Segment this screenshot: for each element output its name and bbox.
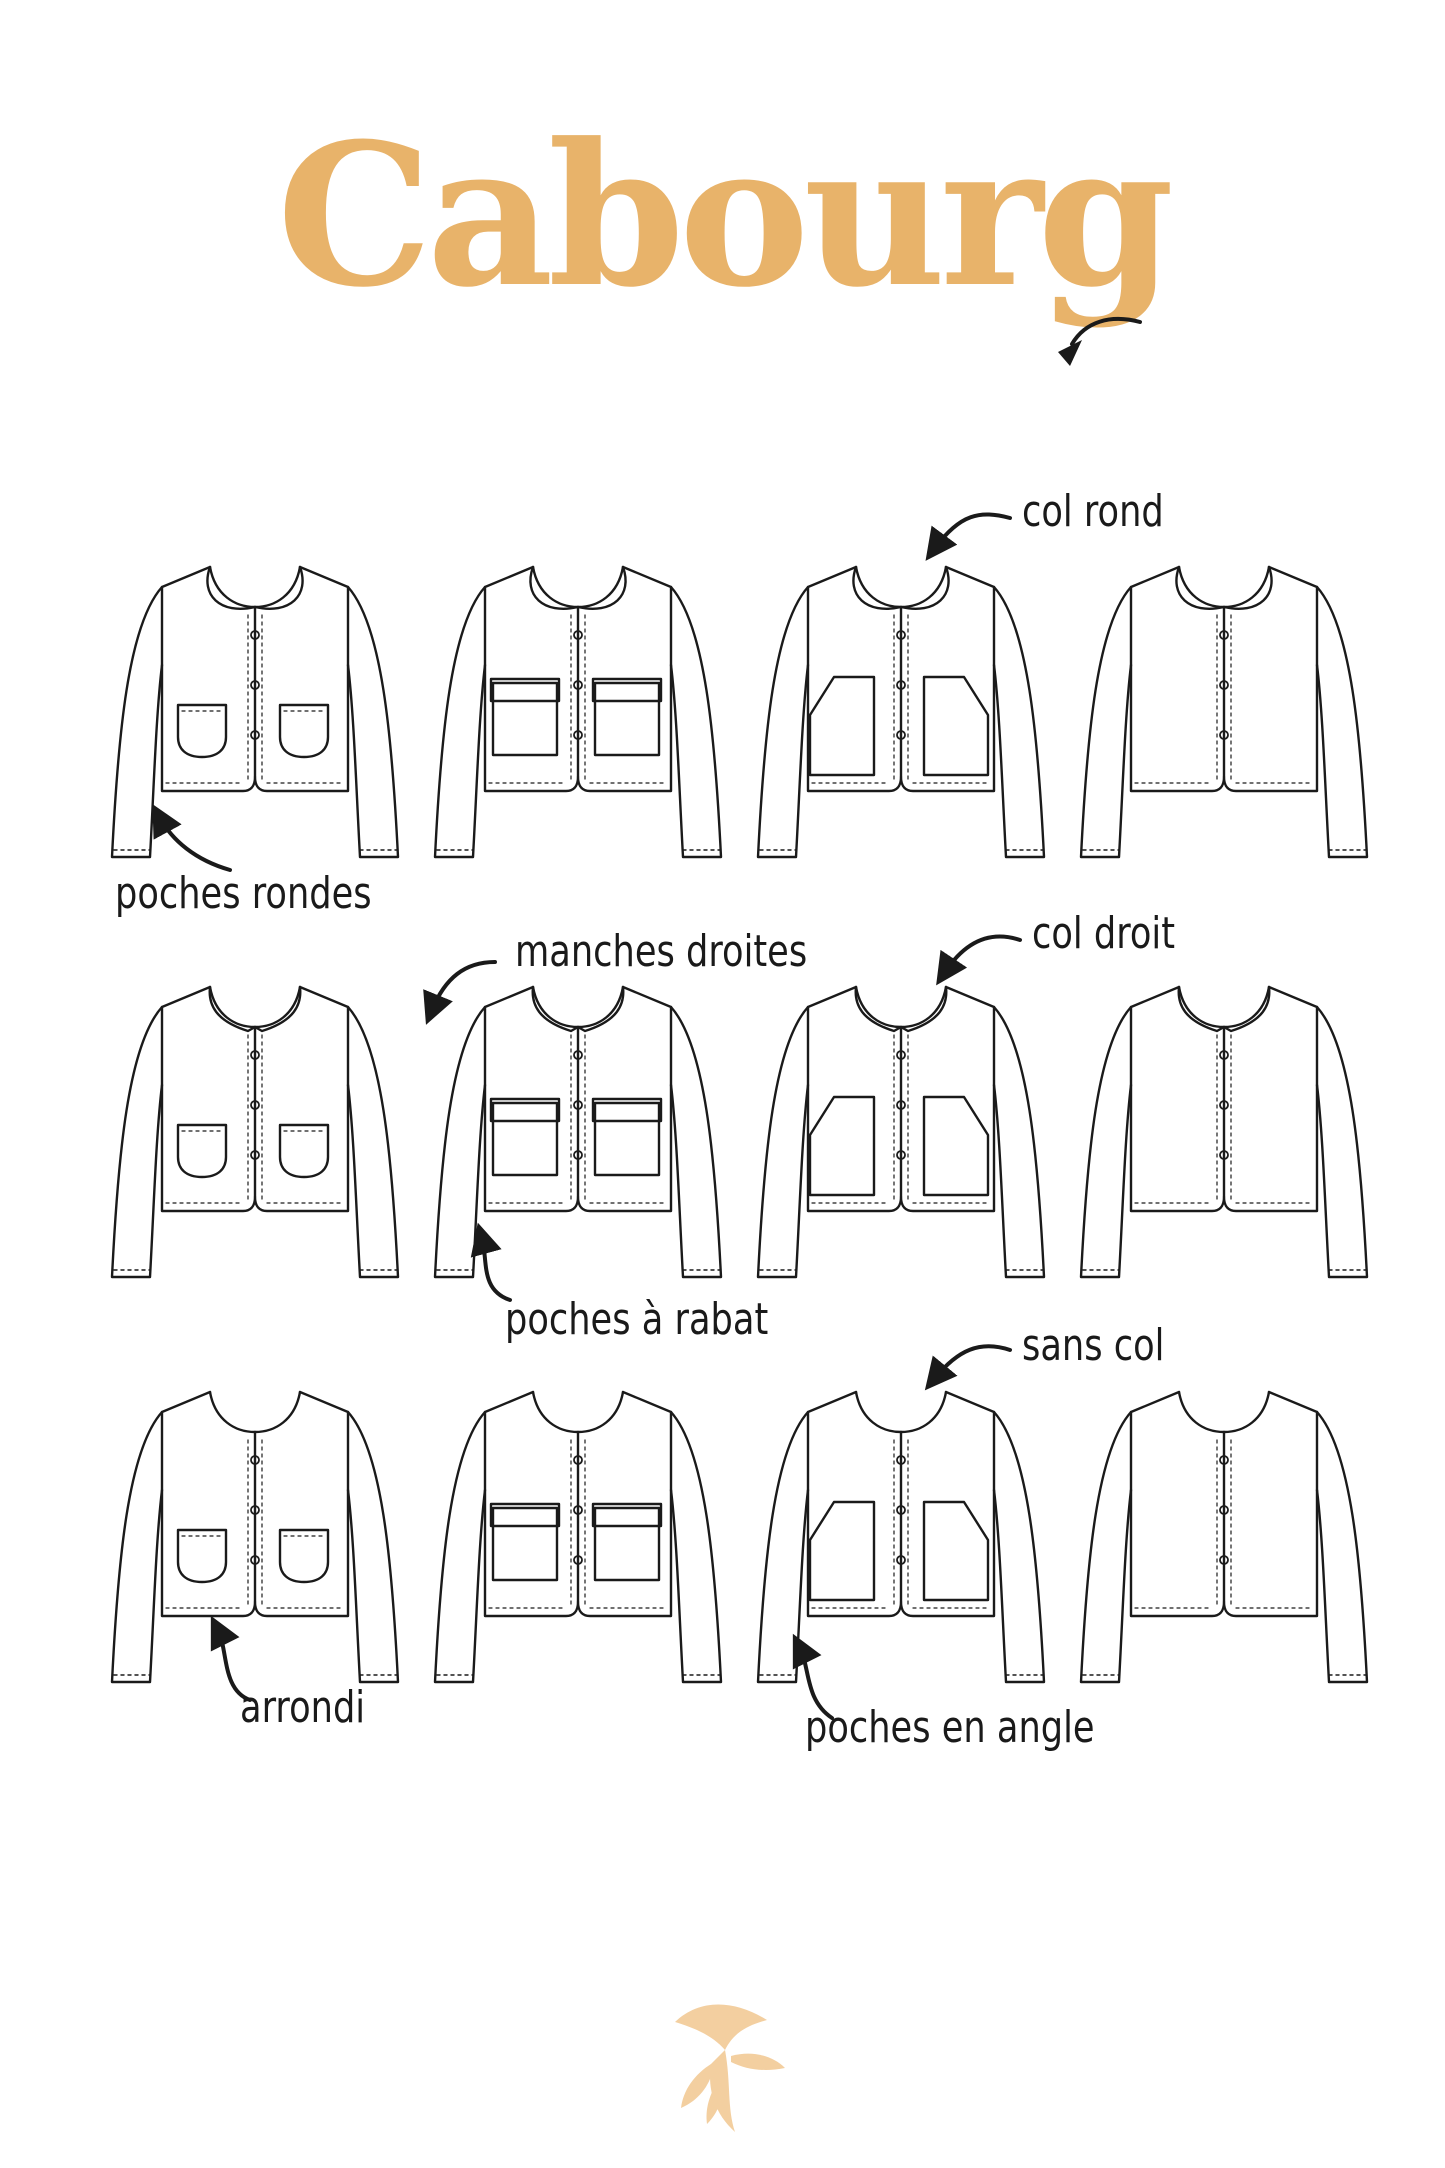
label-manches-droites: manches droites [515,926,808,977]
label-col-rond: col rond [1022,486,1164,537]
jacket-r1-c4 [1079,565,1369,859]
arrow-col-rond [925,512,1012,561]
jacket-r1-c2 [433,565,723,859]
jacket-r2-c2 [433,985,723,1279]
jacket-r2-c3 [756,985,1046,1279]
jacket-r3-c2 [433,1390,723,1684]
label-arrondi: arrondi [240,1682,366,1733]
label-poches-en-angle: poches en angle [805,1702,1095,1753]
leaf-logo-icon [675,2004,785,2132]
arrow-poches-en-angle [792,1633,834,1720]
arrow-poches-a-rabat [470,1222,512,1302]
label-poches-rondes: poches rondes [115,868,372,919]
arrow-col-droit [936,934,1022,986]
arrow-sans-col [924,1344,1012,1391]
jacket-r2-c4 [1079,985,1369,1279]
jacket-r3-c4 [1079,1390,1369,1684]
jacket-r2-c1 [110,985,400,1279]
arrow-poches-rondes [152,803,232,872]
page-title: Cabourg [276,101,1175,331]
label-poches-a-rabat: poches à rabat [505,1294,769,1345]
jacket-r1-c1 [110,565,400,859]
jacket-r1-c3 [756,565,1046,859]
arrow-arrondi [210,1615,252,1702]
label-col-droit: col droit [1032,908,1176,959]
jacket-r3-c3 [756,1390,1046,1684]
title-swash-arrow-icon [1058,317,1142,366]
arrow-manches-droites [423,960,497,1025]
label-sans-col: sans col [1022,1320,1165,1371]
jacket-r3-c1 [110,1390,400,1684]
